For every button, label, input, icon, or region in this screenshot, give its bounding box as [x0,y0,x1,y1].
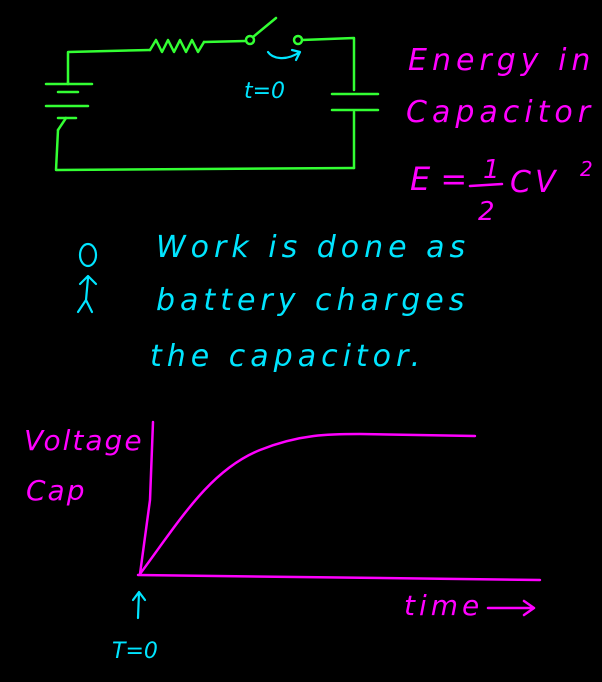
t0-marker: T=0 [112,590,158,664]
resistor [148,38,206,54]
circuit-diagram [44,16,380,172]
title-line1: Energy in [408,43,595,78]
stick-figure-head [78,242,98,268]
note-text: Work is done as battery charges the capa… [150,230,470,374]
t0-label: T=0 [112,639,158,664]
voltage-graph: Voltage Cap time [24,420,542,622]
formula-numerator: 1 [483,155,500,185]
graph-ylabel-line1: Voltage [24,424,144,457]
title-block: Energy in Capacitor [406,43,595,130]
formula-lhs: E = [410,160,467,198]
capacitor [330,92,380,112]
circuit-wire-top-right [300,36,356,92]
title-line2: Capacitor [406,95,595,130]
formula-denominator: 2 [478,197,495,227]
t0-arrow [131,590,147,620]
switch-blade [251,16,278,39]
formula-fraction-bar [468,182,504,188]
note-line2: battery charges [156,283,469,318]
graph-xlabel-arrow [486,599,536,617]
formula-rhs: CV [510,165,559,200]
voltage-curve [138,432,477,576]
note-line3: the capacitor. [150,339,425,374]
circuit-wire-top-left [66,48,152,84]
stick-figure [76,242,98,314]
circuit-wire-left [56,80,70,132]
switch-arrow [266,48,302,62]
switch-time-label: t=0 [244,79,285,104]
battery [44,82,94,120]
graph-xlabel: time [404,589,483,622]
circuit-wire-bottom [54,128,356,172]
switch-contact-left [244,34,256,46]
graph-ylabel-line2: Cap [26,474,86,507]
stick-figure-body [76,274,98,314]
formula-exponent: 2 [580,157,593,181]
graph-x-axis [136,573,542,582]
circuit-wire-top-mid [202,39,247,44]
energy-formula: E = 1 2 CV 2 [410,155,593,227]
note-line1: Work is done as [156,230,470,265]
graph-y-axis [138,420,155,576]
switch-annotation: t=0 [244,48,302,104]
